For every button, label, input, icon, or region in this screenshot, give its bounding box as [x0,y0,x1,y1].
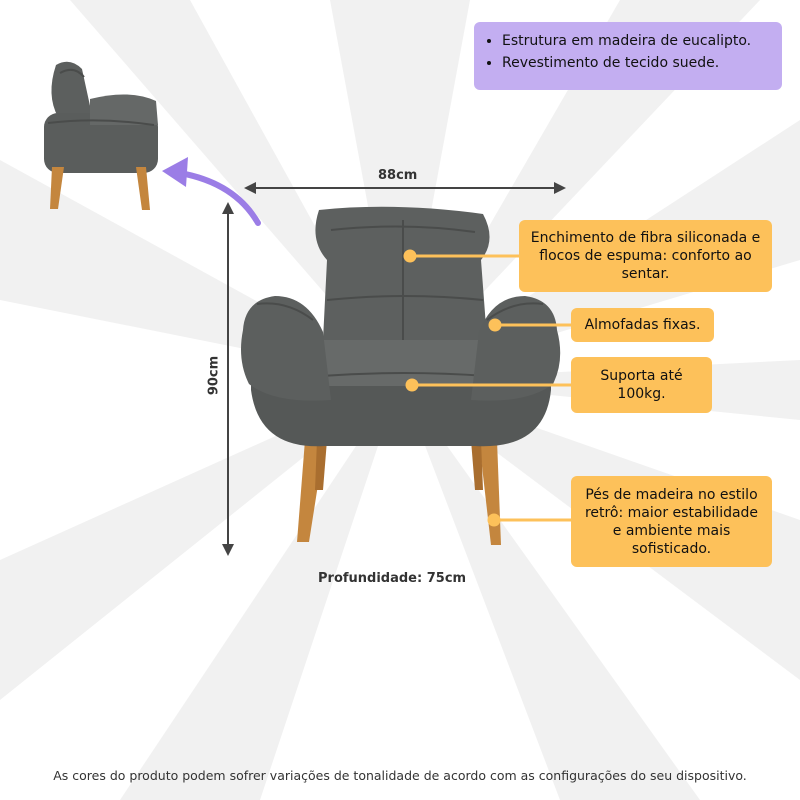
callout-cushions: Almofadas fixas. [571,308,714,342]
height-label: 90cm [206,355,222,396]
depth-label: Profundidade: 75cm [318,571,467,586]
callout-filling: Enchimento de fibra siliconada e flocos … [519,220,772,292]
features-box: Estrutura em madeira de eucalipto. Reves… [474,22,782,90]
callout-legs-text: Pés de madeira no estilo retrô: maior es… [584,486,759,557]
height-arrow [222,202,234,556]
callout-support-text: Suporta até 100kg. [600,368,683,402]
width-arrow [244,182,566,194]
armchair-front-view [241,206,561,545]
features-list: Estrutura em madeira de eucalipto. Reves… [486,30,772,74]
callout-legs: Pés de madeira no estilo retrô: maior es… [571,476,772,567]
callout-support: Suporta até 100kg. [571,357,712,413]
side-chair-illustration [44,61,158,210]
armchair-illustration [241,206,561,545]
feature-item: Estrutura em madeira de eucalipto. [502,30,772,52]
width-label: 88cm [378,168,418,183]
side-view-chair [44,61,261,226]
feature-item: Revestimento de tecido suede. [502,52,772,74]
color-disclaimer: As cores do produto podem sofrer variaçõ… [53,768,747,783]
rotate-arrow-icon [162,157,261,226]
callout-filling-text: Enchimento de fibra siliconada e flocos … [530,230,761,282]
callout-cushions-text: Almofadas fixas. [584,317,701,333]
callout-leaders [403,249,578,527]
